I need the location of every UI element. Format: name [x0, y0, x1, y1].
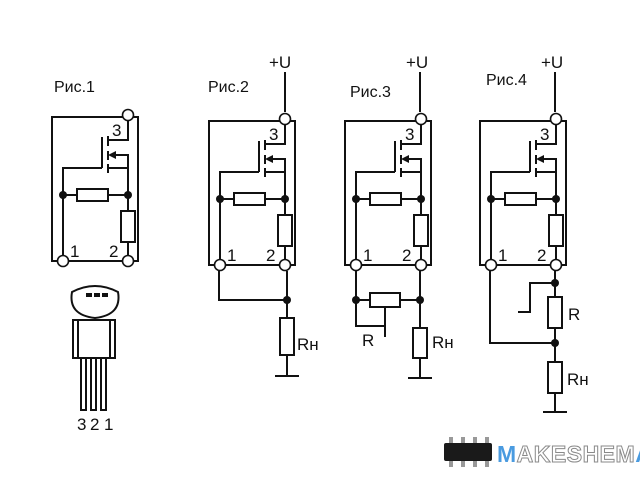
figure-caption: Рис.3	[350, 84, 391, 101]
pin-label: 1	[363, 246, 372, 265]
arrow-icon	[401, 155, 409, 163]
pin-label: 3	[112, 121, 121, 140]
figure-caption: Рис.4	[486, 72, 527, 89]
package-pin-label: 3	[77, 415, 86, 434]
source-resistor	[120, 210, 136, 243]
logo-letters: AKESHEM	[517, 441, 636, 467]
fig4-external-circuit: +U R Rн	[489, 53, 589, 413]
pin-label: 2	[402, 246, 411, 265]
fig3-module: 3 1 2	[344, 112, 432, 272]
pin-label: 1	[227, 246, 236, 265]
pin-label: 1	[498, 246, 507, 265]
module-outline	[479, 120, 567, 266]
fig1-module: 3 1 2	[51, 108, 139, 268]
pin-1	[56, 254, 70, 268]
package-body	[72, 319, 116, 359]
fig4-module: 3 1 2	[479, 112, 567, 272]
gate-resistor	[76, 188, 109, 202]
pin-label: 2	[266, 246, 275, 265]
pot-label: R	[362, 331, 374, 350]
pin-label: 3	[540, 125, 549, 144]
pin-hole	[94, 293, 100, 297]
load-label: Rн	[567, 370, 589, 389]
load-resistor	[412, 327, 428, 359]
pin-2	[278, 258, 292, 272]
pin-3	[414, 112, 428, 126]
pin-label: 2	[109, 242, 118, 261]
gate-resistor	[233, 192, 266, 206]
arrow-icon	[536, 155, 544, 163]
pin-1	[484, 258, 498, 272]
package-leg	[100, 357, 107, 411]
pin-3	[121, 108, 135, 122]
pin-3	[549, 112, 563, 126]
supply-label: +U	[541, 53, 563, 72]
pin-2	[121, 254, 135, 268]
makeshema-logo: MAKESHEMA	[444, 437, 640, 468]
source-resistor	[413, 214, 429, 247]
to92-package: 3 2 1	[70, 285, 120, 434]
pin-2	[549, 258, 563, 272]
module-outline	[51, 116, 139, 262]
fig2-module: 3 1 2	[208, 112, 296, 272]
load-resistor	[547, 361, 563, 394]
logo-letter: A	[635, 441, 640, 467]
pin-label: 1	[70, 242, 79, 261]
gate-resistor	[504, 192, 537, 206]
pin-2	[414, 258, 428, 272]
package-leg	[90, 357, 97, 411]
package-leg	[80, 357, 87, 411]
package-top-view	[70, 285, 120, 320]
logo-text: MAKESHEMA	[497, 441, 640, 467]
pin-1	[213, 258, 227, 272]
load-label: Rн	[297, 335, 319, 354]
pin-label: 2	[537, 246, 546, 265]
arrow-icon	[265, 155, 273, 163]
package-pin-label: 2	[90, 415, 99, 434]
pin-1	[349, 258, 363, 272]
pin-hole	[102, 293, 108, 297]
potentiometer	[547, 296, 563, 329]
load-label: Rн	[432, 333, 454, 352]
package-pin-label: 1	[104, 415, 113, 434]
pot-label: R	[568, 305, 580, 324]
module-outline	[344, 120, 432, 266]
fig3-external-circuit: +U R Rн	[352, 53, 454, 379]
load-resistor	[279, 317, 295, 356]
arrow-icon	[108, 151, 116, 159]
source-resistor	[548, 214, 564, 247]
fig2-external-circuit: +U Rн	[218, 53, 319, 377]
potentiometer	[369, 292, 401, 308]
figure-caption: Рис.1	[54, 79, 95, 96]
logo-letter: M	[497, 441, 517, 467]
figure-caption: Рис.2	[208, 79, 249, 96]
pin-3	[278, 112, 292, 126]
pin-hole	[86, 293, 92, 297]
chip-icon	[444, 437, 492, 467]
supply-label: +U	[269, 53, 291, 72]
source-resistor	[277, 214, 293, 247]
pin-label: 3	[269, 125, 278, 144]
supply-label: +U	[406, 53, 428, 72]
pin-label: 3	[405, 125, 414, 144]
module-outline	[208, 120, 296, 266]
gate-resistor	[369, 192, 402, 206]
